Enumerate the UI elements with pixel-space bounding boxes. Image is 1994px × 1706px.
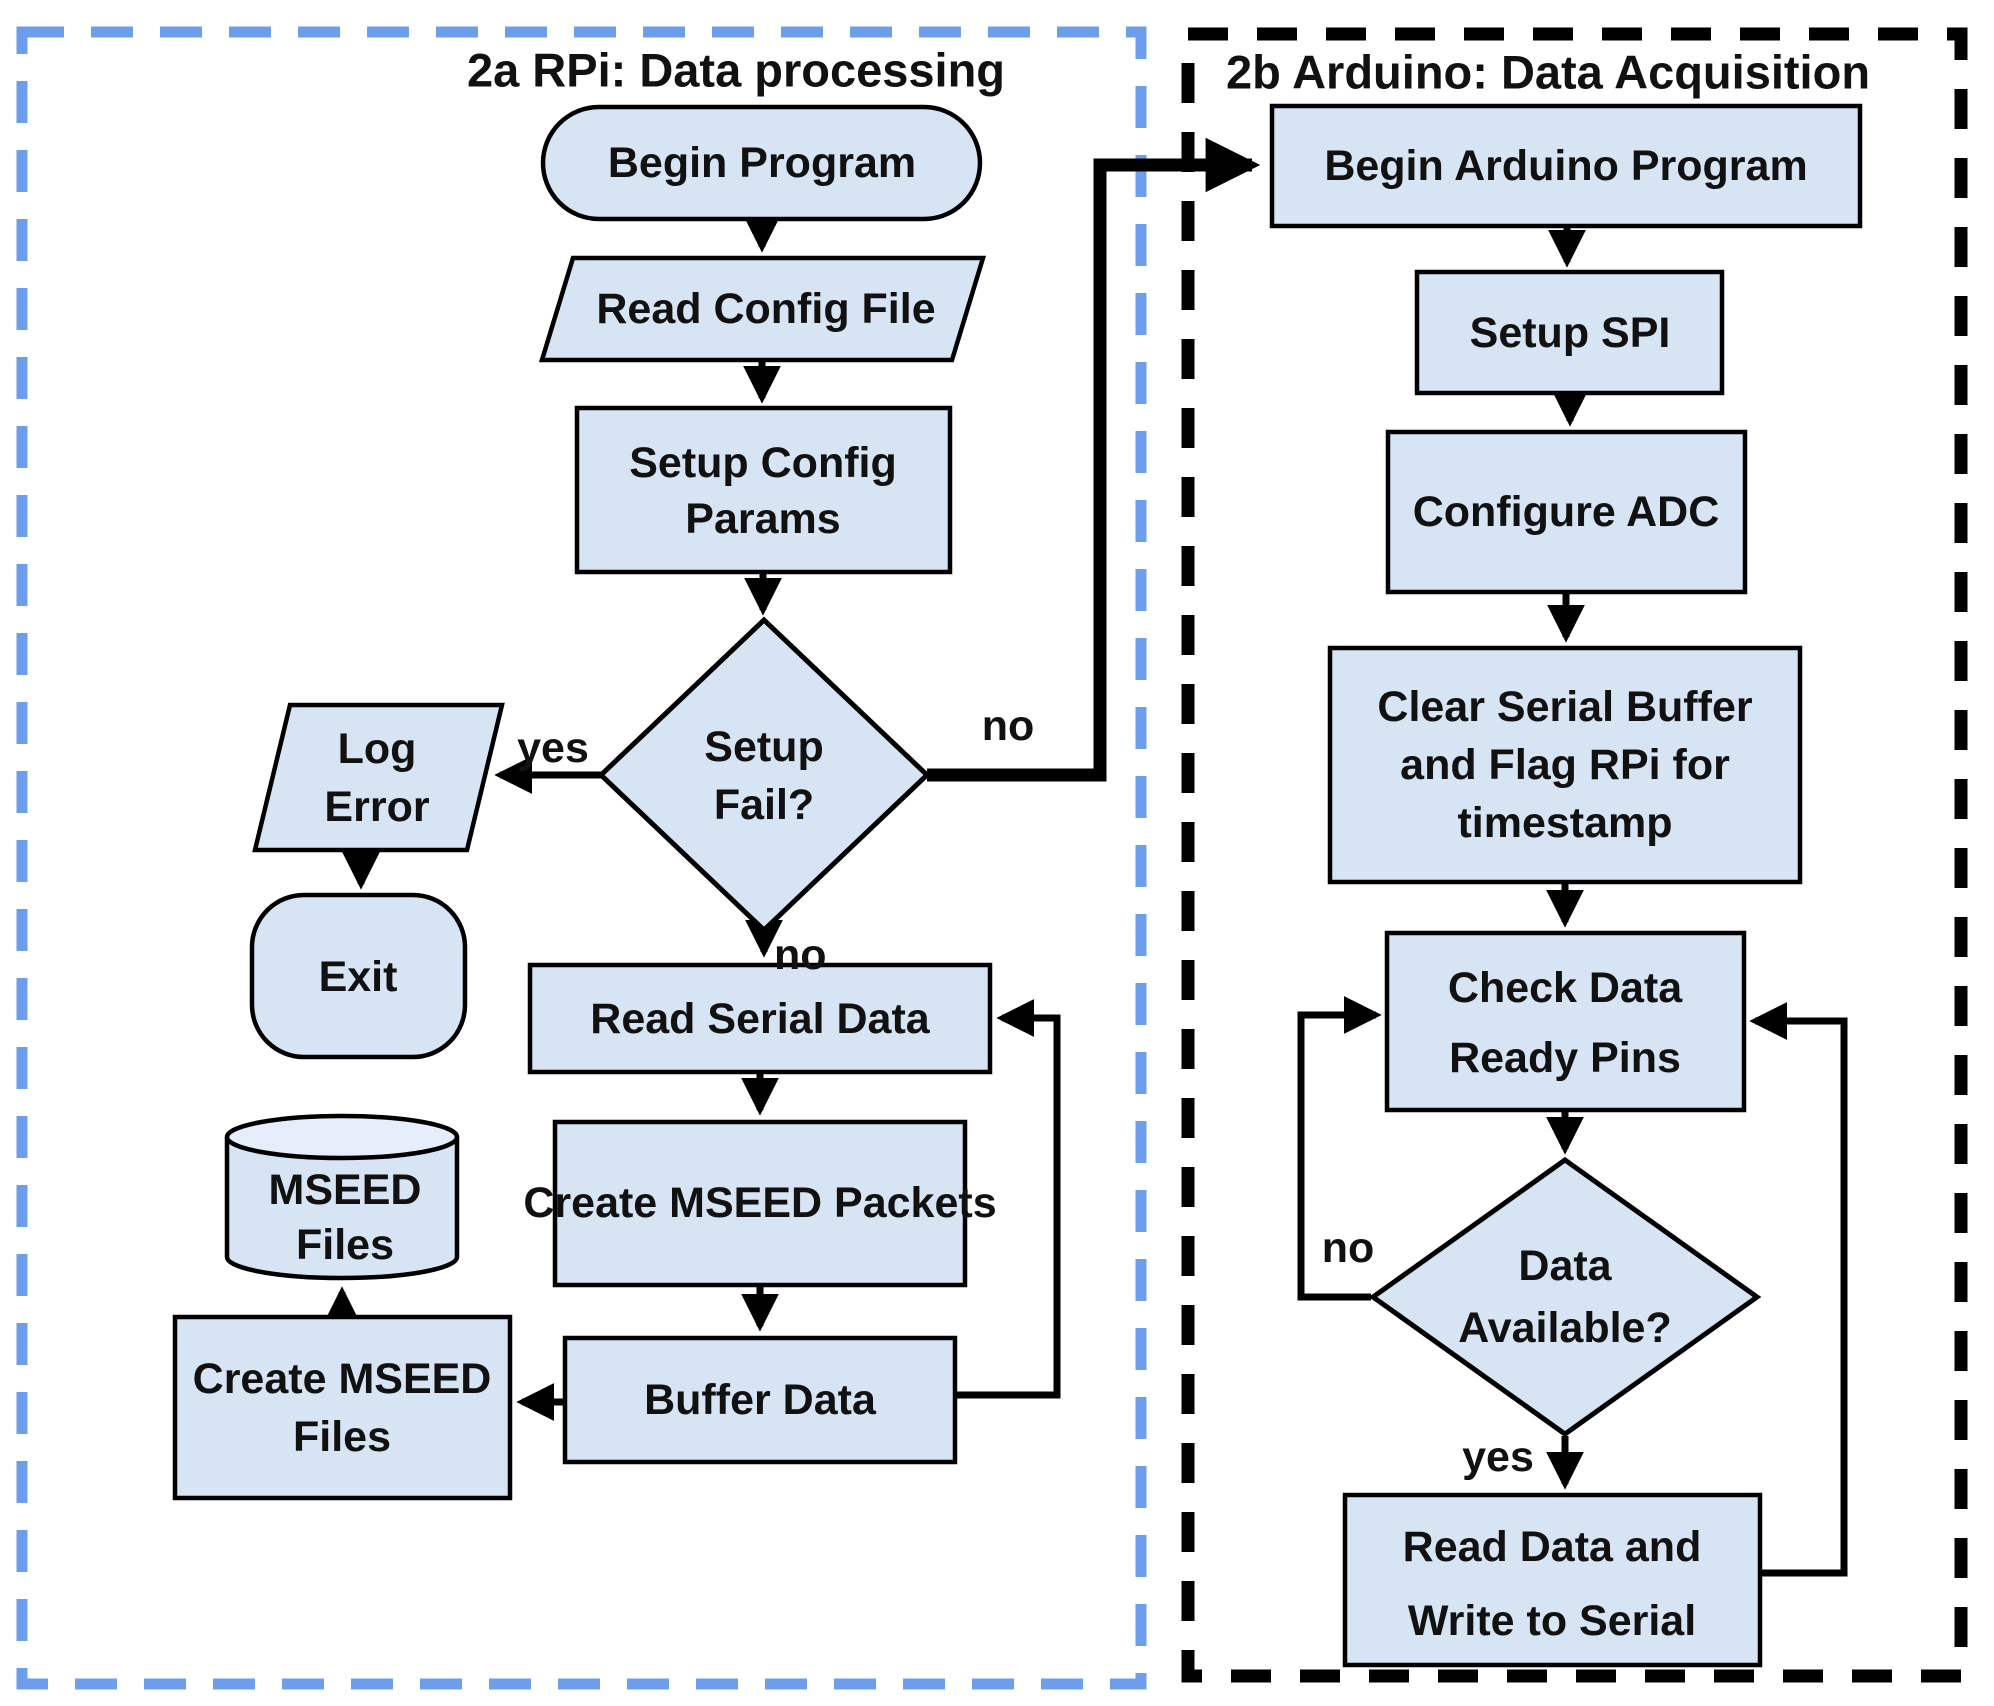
buffer-data-label: Buffer Data	[644, 1376, 877, 1424]
mseed-files-cylinder-body	[224, 1137, 460, 1281]
clear-serial-buffer-label-line1: Clear Serial Buffer	[1377, 683, 1752, 731]
node-read-config-file: Read Config File	[538, 255, 987, 363]
read-data-write-serial-shape	[1342, 1492, 1763, 1668]
begin-program-label: Begin Program	[608, 139, 916, 187]
clear-serial-buffer-label-line3: timestamp	[1457, 799, 1672, 847]
mseed-files-label-line1: MSEED	[269, 1166, 422, 1214]
node-read-data-write-serial: Read Data and Write to Serial	[1342, 1492, 1763, 1668]
arduino-panel-title: 2b Arduino: Data Acquisition	[1226, 46, 1870, 99]
buffer-data-shape	[562, 1335, 958, 1465]
arduino-panel-border	[1181, 27, 1968, 1683]
log-error-label-line1: Log	[338, 725, 417, 773]
create-mseed-packets-shape	[552, 1119, 968, 1288]
clear-serial-buffer-label-line2: and Flag RPi for	[1400, 741, 1730, 789]
read-data-write-serial-label-line1: Read Data and	[1403, 1523, 1702, 1571]
rpi-panel-title: 2a RPi: Data processing	[467, 44, 1005, 97]
setup-spi-label: Setup SPI	[1470, 309, 1671, 357]
node-create-mseed-packets: Create MSEED Packets	[523, 1119, 997, 1288]
node-check-data-ready-pins: Check Data Ready Pins	[1384, 930, 1747, 1113]
mseed-files-cylinder-top	[224, 1113, 460, 1161]
node-mseed-files-database: MSEED Files	[224, 1113, 460, 1281]
check-data-ready-pins-label-line1: Check Data	[1448, 964, 1683, 1012]
node-create-mseed-files: Create MSEED Files	[172, 1314, 513, 1501]
node-data-available-decision: Data Available?	[1368, 1156, 1762, 1438]
edge-label-data-available-yes: yes	[1462, 1433, 1534, 1481]
node-clear-serial-buffer: Clear Serial Buffer and Flag RPi for tim…	[1327, 645, 1803, 885]
edge-label-data-available-no: no	[1322, 1224, 1375, 1272]
create-mseed-files-label-line2: Files	[293, 1413, 391, 1461]
setup-fail-label-line2: Fail?	[714, 781, 814, 829]
create-mseed-files-shape	[172, 1314, 513, 1501]
check-data-ready-pins-shape	[1384, 930, 1747, 1113]
exit-shape	[249, 892, 468, 1060]
node-buffer-data: Buffer Data	[562, 1335, 958, 1465]
node-setup-config-params: Setup Config Params	[574, 405, 953, 575]
setup-config-params-label-line1: Setup Config	[629, 439, 897, 487]
edge-label-setup-fail-no-branch: no	[982, 702, 1035, 750]
setup-spi-shape	[1414, 269, 1725, 396]
node-exit: Exit	[249, 892, 468, 1060]
edge-setupfail-no-to-arduino	[927, 137, 1261, 782]
setup-fail-shape	[597, 616, 931, 934]
create-mseed-files-label-line1: Create MSEED	[193, 1355, 492, 1403]
log-error-label-line2: Error	[324, 783, 429, 831]
read-serial-data-shape	[527, 962, 993, 1075]
begin-program-shape	[540, 104, 983, 222]
data-available-shape	[1368, 1156, 1762, 1438]
edge-buffer-loop-to-readserial	[955, 999, 1061, 1399]
node-setup-fail-decision: Setup Fail?	[597, 616, 931, 934]
read-config-file-label: Read Config File	[596, 285, 935, 333]
data-available-label-line1: Data	[1518, 1242, 1612, 1290]
setup-fail-label-line1: Setup	[704, 723, 823, 771]
node-configure-adc: Configure ADC	[1385, 429, 1748, 595]
edge-readwrite-loop-to-checkpins	[1749, 1002, 1848, 1577]
begin-arduino-program-shape	[1269, 103, 1863, 229]
data-available-label-line2: Available?	[1458, 1304, 1672, 1352]
mseed-files-label-line2: Files	[296, 1221, 394, 1269]
node-log-error: Log Error	[252, 702, 505, 853]
clear-serial-buffer-shape	[1327, 645, 1803, 885]
setup-config-params-label-line2: Params	[685, 495, 840, 543]
create-mseed-packets-label: Create MSEED Packets	[523, 1179, 996, 1227]
edge-label-setup-fail-yes: yes	[517, 724, 589, 772]
read-serial-data-label: Read Serial Data	[590, 995, 930, 1043]
setup-config-params-shape	[574, 405, 953, 575]
exit-label: Exit	[319, 953, 398, 1001]
begin-arduino-program-label: Begin Arduino Program	[1324, 142, 1807, 190]
node-begin-arduino-program: Begin Arduino Program	[1269, 103, 1863, 229]
node-begin-program: Begin Program	[540, 104, 983, 222]
configure-adc-label: Configure ADC	[1413, 488, 1720, 536]
rpi-panel-border	[16, 26, 1147, 1690]
read-data-write-serial-label-line2: Write to Serial	[1408, 1597, 1696, 1645]
read-config-file-shape	[538, 255, 987, 363]
edge-label-setup-fail-no-down: no	[774, 931, 827, 979]
edge-dataavailable-no-loop-to-checkpins	[1297, 996, 1382, 1301]
node-read-serial-data: Read Serial Data	[527, 962, 993, 1075]
configure-adc-shape	[1385, 429, 1748, 595]
log-error-shape	[252, 702, 505, 853]
check-data-ready-pins-label-line2: Ready Pins	[1449, 1034, 1681, 1082]
node-setup-spi: Setup SPI	[1414, 269, 1725, 396]
